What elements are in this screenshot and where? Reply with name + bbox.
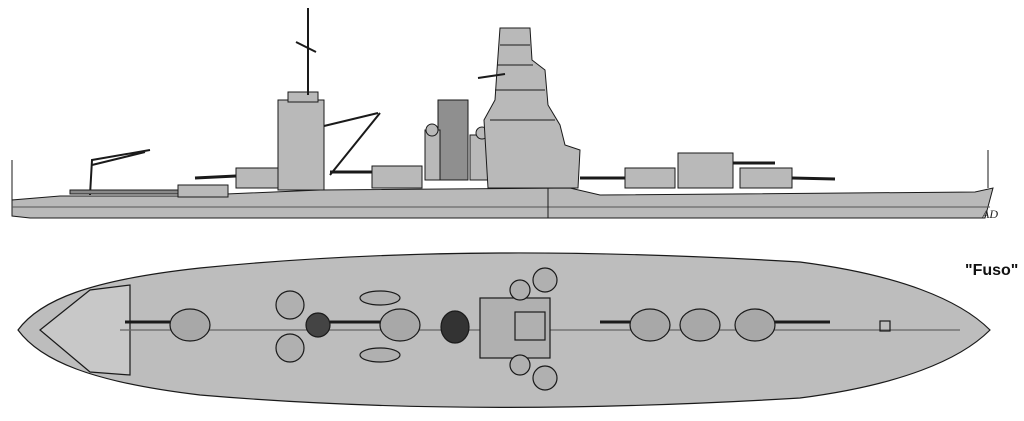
ship-name-label: "Fuso" <box>965 262 1019 279</box>
turrets-top <box>125 308 830 342</box>
funnel <box>424 99 491 181</box>
superstructure-top <box>275 267 558 391</box>
pagoda-mast <box>477 27 581 189</box>
top-view <box>17 252 991 408</box>
crane <box>89 149 151 196</box>
turrets <box>177 152 836 198</box>
hull-side <box>11 187 994 219</box>
artist-signature: AD <box>982 207 998 221</box>
rear-tower <box>277 8 381 191</box>
side-profile <box>11 8 994 219</box>
